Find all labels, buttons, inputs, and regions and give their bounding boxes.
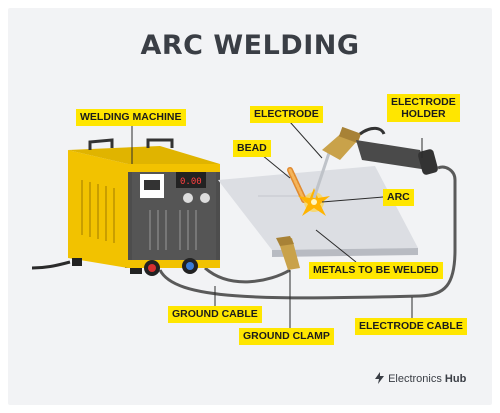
- label-arc: ARC: [383, 189, 414, 206]
- label-electrode-holder-line1: ELECTRODE: [391, 96, 456, 108]
- label-ground-clamp: GROUND CLAMP: [239, 328, 334, 345]
- svg-text:0.00: 0.00: [180, 177, 202, 187]
- weld-bead: [287, 167, 307, 203]
- label-electrode-holder: ELECTRODE HOLDER: [387, 94, 460, 122]
- arc-spark: [298, 188, 330, 216]
- leader-metals: [315, 229, 357, 263]
- electrode-holder: [312, 126, 438, 199]
- brand-logo-icon: [375, 372, 384, 384]
- brand-logo: Electronics Hub: [374, 370, 466, 385]
- label-ground-cable: GROUND CABLE: [168, 306, 262, 323]
- label-welding-machine: WELDING MACHINE: [76, 109, 186, 126]
- metal-plate: [218, 166, 418, 257]
- label-electrode: ELECTRODE: [250, 106, 323, 123]
- ground-cable: [204, 266, 291, 284]
- welding-machine: 0.00: [68, 138, 220, 276]
- page-title: ARC WELDING: [140, 30, 360, 61]
- label-metals-to-be-welded: METALS TO BE WELDED: [309, 262, 443, 279]
- label-bead: BEAD: [233, 140, 271, 157]
- brand-name-part2: Hub: [444, 373, 467, 385]
- leader-bead: [261, 154, 291, 179]
- ground-clamp-shape: [276, 236, 300, 270]
- leader-electrode: [289, 121, 323, 159]
- power-cord: [31, 260, 71, 270]
- brand-name-part1: Electronics: [388, 373, 442, 385]
- electrode-cable: [158, 165, 457, 300]
- label-electrode-holder-line2: HOLDER: [401, 108, 446, 120]
- leader-arc: [321, 196, 384, 203]
- label-electrode-cable: ELECTRODE CABLE: [355, 318, 467, 335]
